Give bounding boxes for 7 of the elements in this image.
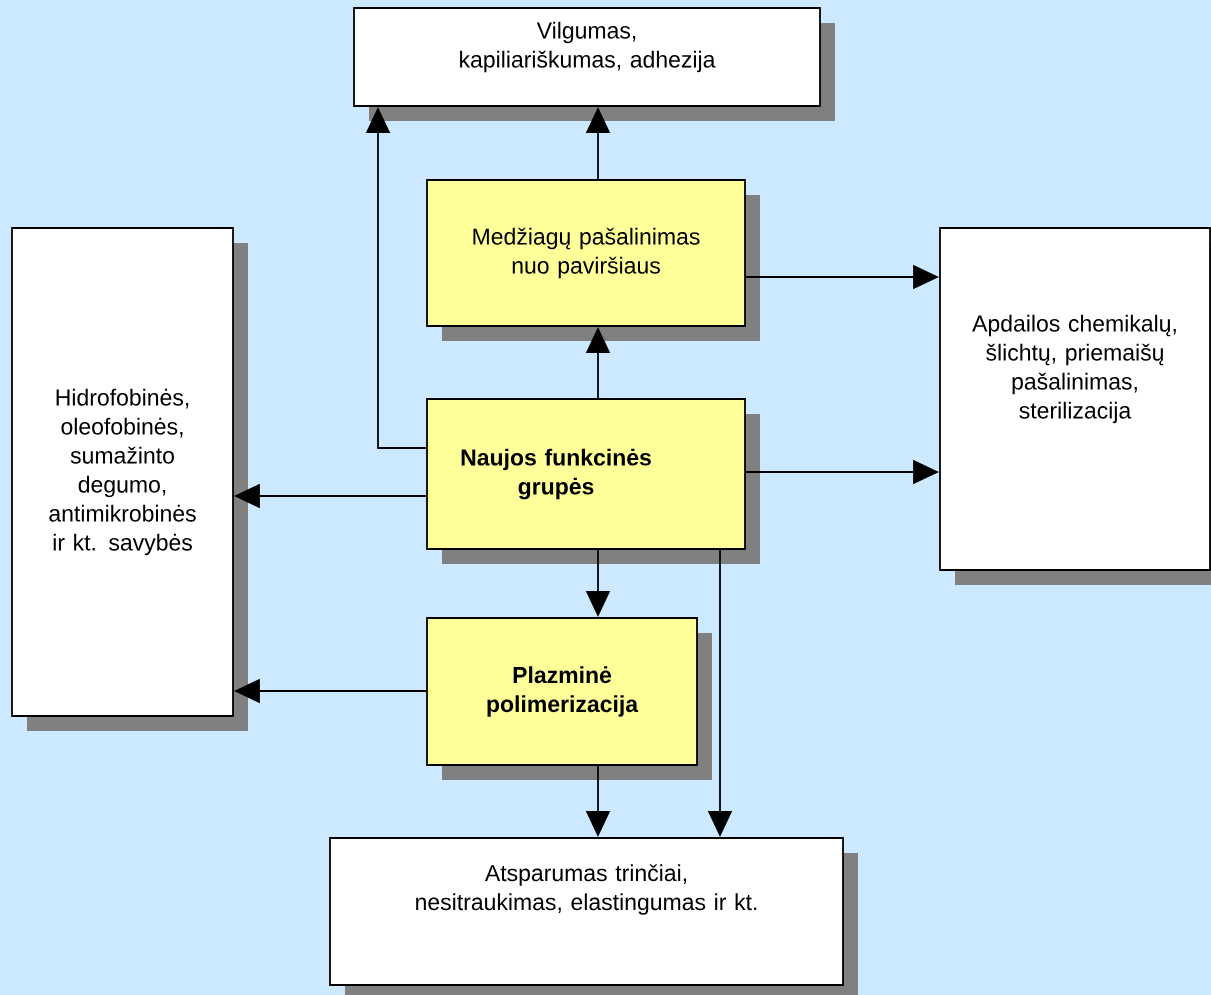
result-box: Hidrofobinės, oleofobinės, sumažinto degumo, antimikrobinės ir kt. savybės <box>11 227 248 731</box>
process-box: Medžiagų pašalinimas nuo paviršiaus <box>426 179 760 341</box>
process-box: Plazminė polimerizacija <box>426 617 712 780</box>
result-box: Vilgumas, kapiliariškumas, adhezija <box>353 7 835 121</box>
process-box: Naujos funkcinės grupės <box>426 398 760 564</box>
result-box: Atsparumas trinčiai, nesitraukimas, elastingumas ir kt. <box>329 837 858 995</box>
result-box: Apdailos chemikalų, šlichtų, priemaišų pašalinimas, sterilizacija <box>939 227 1211 585</box>
